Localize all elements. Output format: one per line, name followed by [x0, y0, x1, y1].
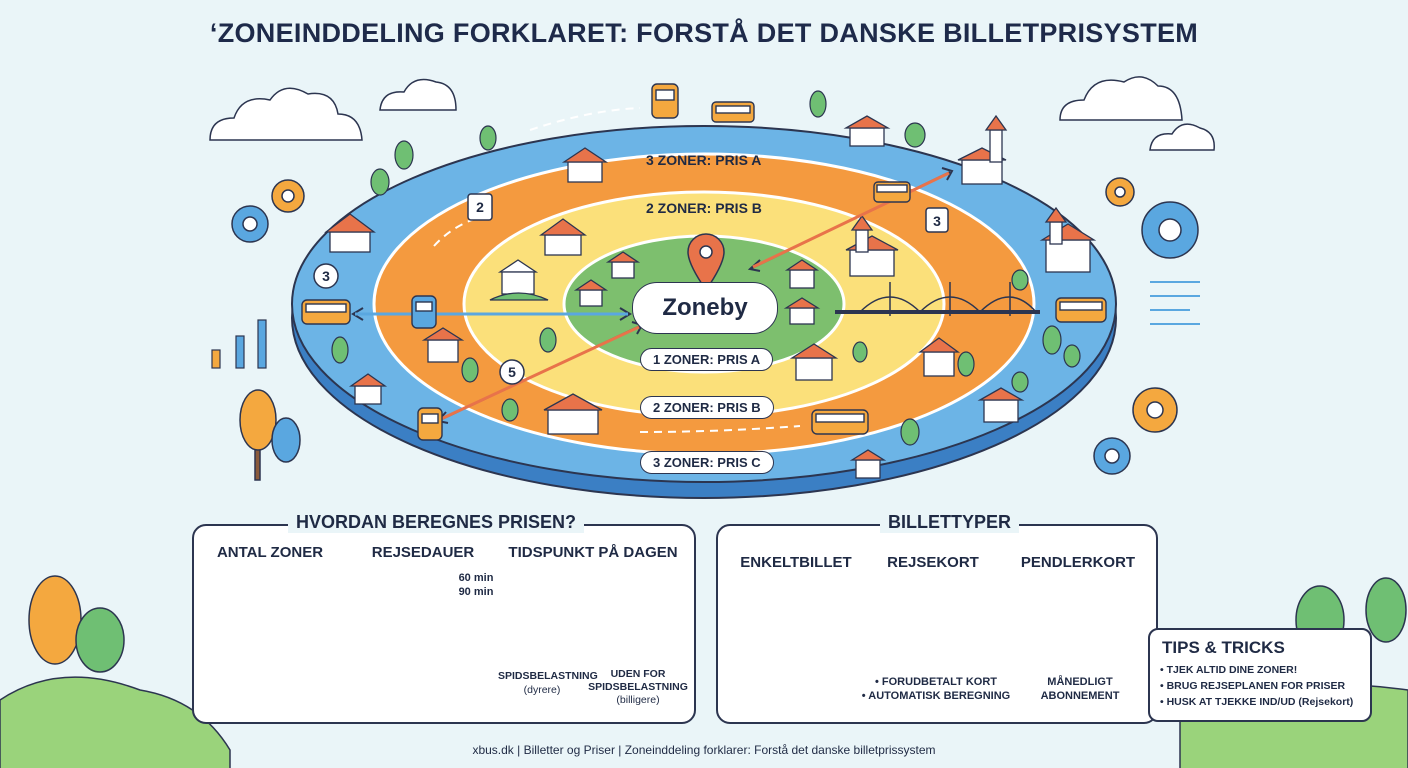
- tip-item: • BRUG REJSEPLANEN FOR PRISER: [1160, 680, 1346, 692]
- zone-label-3: 3 ZONER: PRIS A: [646, 152, 762, 168]
- tips-title: TIPS & TRICKS: [1162, 638, 1285, 657]
- list-lines-icon: [1150, 281, 1200, 325]
- zone-marker: [313, 193, 949, 385]
- single-ticket-title: ENKELTBILLET: [740, 554, 852, 571]
- cloud-icon: [209, 76, 1215, 151]
- zone-marker-text: 2: [476, 199, 484, 215]
- tips-box: TIPS & TRICKS • TJEK ALTID DINE ZONER! •…: [1148, 628, 1372, 722]
- card-feature-1: • FORUDBETALT KORT: [875, 676, 997, 688]
- ticket-panel-title: BILLETTYPER: [880, 512, 1020, 533]
- tip-item: • TJEK ALTID DINE ZONER!: [1160, 664, 1298, 676]
- zone-marker-text: 3: [322, 268, 330, 284]
- tree-icon: [331, 90, 1081, 446]
- center-zone-label: Zoneby: [632, 282, 778, 334]
- bar-chart-icon: [211, 319, 267, 369]
- zone-label-1-bottom: 1 ZONER: PRIS A: [640, 348, 774, 371]
- travel-card-title: REJSEKORT: [887, 554, 979, 571]
- tips-list: • TJEK ALTID DINE ZONER! • BRUG REJSEPLA…: [1160, 662, 1353, 710]
- page-title: ‘ZONEINDDELING FORKLARET: FORSTÅ DET DAN…: [209, 18, 1199, 48]
- gear-icon: [231, 201, 1199, 475]
- bus-icon: [301, 101, 1107, 435]
- zone-marker-text: 3: [933, 213, 941, 229]
- duration-60: 60 min: [458, 572, 494, 584]
- price-panel-title: HVORDAN BEREGNES PRISEN?: [288, 512, 585, 533]
- col-zones-title: ANTAL ZONER: [216, 544, 324, 561]
- offpeak-label-1: UDEN FOR: [610, 668, 666, 680]
- card-feature-2: • AUTOMATISK BEREGNING: [861, 690, 1011, 702]
- offpeak-note: (billigere): [616, 694, 660, 706]
- museum-icon: [489, 259, 549, 301]
- footer-text: xbus.dk | Billetter og Priser | Zoneindd…: [472, 743, 936, 757]
- col-duration-title: REJSEDAUER: [371, 544, 475, 561]
- zone-label-2-bottom: 2 ZONER: PRIS B: [640, 396, 774, 419]
- commuter-card-title: PENDLERKORT: [1020, 554, 1136, 571]
- zone-marker-text: 5: [508, 364, 516, 380]
- bridge-icon: [835, 282, 1040, 316]
- offpeak-label-2: SPIDSBELASTNING: [588, 681, 688, 693]
- location-pin-icon: [687, 233, 725, 292]
- col-time-title: TIDSPUNKT PÅ DAGEN: [508, 544, 678, 561]
- peak-note: (dyrere): [523, 684, 561, 696]
- house-icon: [324, 114, 1097, 479]
- zone-label-2: 2 ZONER: PRIS B: [646, 200, 762, 216]
- train-icon: [411, 83, 679, 441]
- tip-item: • HUSK AT TJEKKE IND/UD (Rejsekort): [1160, 696, 1354, 708]
- commuter-feature-1: MÅNEDLIGT: [1047, 676, 1113, 688]
- peak-label: SPIDSBELASTNING: [498, 670, 598, 682]
- zone-label-3-bottom: 3 ZONER: PRIS C: [640, 451, 774, 474]
- gear-icon: [130, 177, 1178, 749]
- duration-90: 90 min: [458, 586, 494, 598]
- commuter-feature-2: ABONNEMENT: [1040, 690, 1120, 702]
